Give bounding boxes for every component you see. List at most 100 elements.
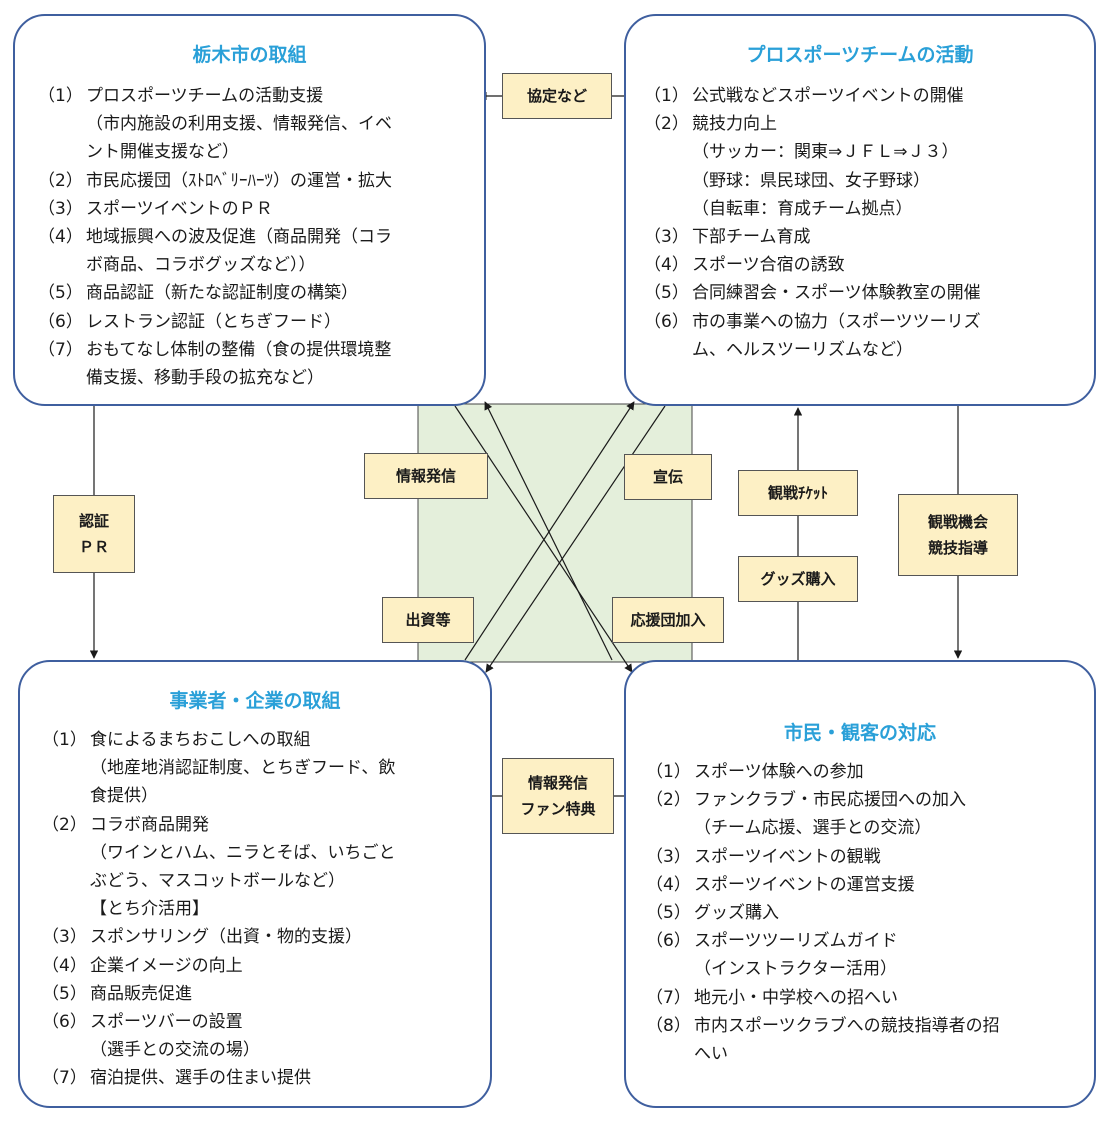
- business-initiatives-box: 事業者・企業の取組 （1）食によるまちおこしへの取組 （地産地消認証制度、とちぎフ…: [18, 660, 492, 1108]
- item-text: 商品販売促進: [90, 983, 192, 1004]
- business-initiatives-title: 事業者・企業の取組: [169, 690, 341, 712]
- item-number: （6）: [38, 311, 83, 332]
- item-subtext: ボ商品、コラボグッズなど））: [86, 255, 316, 276]
- list-item: （5）合同練習会・スポーツ体験教室の開催: [644, 279, 1094, 307]
- item-text: 合同練習会・スポーツ体験教室の開催: [692, 283, 981, 304]
- item-number: （1）: [42, 730, 87, 750]
- business-initiatives-list: （1）食によるまちおこしへの取組（地産地消認証制度、とちぎフード、飲食提供）（2…: [20, 726, 490, 1093]
- arrow-business-to-team: [464, 401, 635, 661]
- item-text: スポーツイベントの運営支援: [694, 874, 915, 895]
- label-info-dissemination: 情報発信: [364, 453, 488, 499]
- item-text: スポンサリング（出資・物的支援）: [90, 927, 362, 948]
- item-number: （5）: [42, 983, 87, 1004]
- label-join-supporters: 応援団加入: [612, 597, 724, 643]
- list-item: （6）レストラン認証（とちぎフード）: [38, 308, 484, 336]
- list-item: （7）おもてなし体制の整備（食の提供環境整備支援、移動手段の拡充など）: [38, 336, 484, 392]
- item-text: 食によるまちおこしへの取組: [90, 730, 311, 750]
- item-number: （2）: [644, 114, 689, 135]
- citizens-response-list: （1）スポーツ体験への参加（2）ファンクラブ・市民応援団への加入（チーム応援、選…: [626, 758, 1094, 1068]
- item-text: 公式戦などスポーツイベントの開催: [692, 86, 964, 106]
- item-subtext: ント開催支援など）: [86, 142, 239, 163]
- item-number: （4）: [42, 955, 87, 976]
- item-number: （5）: [38, 283, 83, 304]
- item-number: （2）: [38, 170, 83, 191]
- label-goods-purchase: グッズ購入: [738, 556, 858, 602]
- list-item: （4）企業イメージの向上: [42, 952, 490, 980]
- item-text: コラボ商品開発: [90, 814, 209, 835]
- item-text: おもてなし体制の整備（食の提供環境整: [86, 339, 392, 360]
- label-investment: 出資等: [382, 597, 474, 643]
- item-text: 商品認証（新たな認証制度の構築）: [86, 283, 358, 304]
- city-initiatives-title: 栃木市の取組: [192, 44, 307, 66]
- list-item: （6）スポーツツーリズムガイド（インストラクター活用）: [646, 927, 1094, 983]
- item-text: 競技力向上: [692, 114, 777, 135]
- item-number: （6）: [644, 311, 689, 332]
- list-item: （2）コラボ商品開発 （ワインとハム、ニラとそば、いちごとぶどう、マスコットボール…: [42, 811, 490, 924]
- item-text: 市民応援団（ｽﾄﾛﾍﾞﾘｰﾊｰﾂ）の運営・拡大: [86, 170, 392, 191]
- item-subtext: （選手との交流の場）: [90, 1040, 260, 1061]
- label-tickets: 観戦ﾁｹｯﾄ: [738, 470, 858, 516]
- arrow-citizens-to-city: [484, 401, 613, 661]
- item-subtext: 食提供）: [90, 786, 158, 807]
- list-item: （3）スポンサリング（出資・物的支援）: [42, 923, 490, 951]
- list-item: （1）プロスポーツチームの活動支援（市内施設の利用支援、情報発信、イベント開催支…: [38, 82, 484, 167]
- item-text: レストラン認証（とちぎフード）: [86, 311, 341, 332]
- item-number: （3）: [644, 227, 689, 248]
- list-item: （3）下部チーム育成: [644, 223, 1094, 251]
- item-text: スポーツ体験への参加: [694, 762, 864, 782]
- arrow-team-to-business: [485, 405, 666, 673]
- list-item: （7）宿泊提供、選手の住まい提供: [42, 1064, 490, 1092]
- item-subtext: ム、ヘルスツーリズムなど）: [692, 339, 913, 360]
- item-subtext: （インストラクター活用）: [694, 959, 897, 980]
- item-subtext: （ワインとハム、ニラとそば、いちごと: [90, 842, 396, 863]
- item-number: （4）: [646, 874, 691, 895]
- list-item: （3）スポーツイベントの観戦: [646, 843, 1094, 871]
- list-item: （4）スポーツイベントの運営支援: [646, 871, 1094, 899]
- list-item: （2）市民応援団（ｽﾄﾛﾍﾞﾘｰﾊｰﾂ）の運営・拡大: [38, 167, 484, 195]
- list-item: （6）市の事業への協力（スポーツツーリズム、ヘルスツーリズムなど）: [644, 308, 1094, 364]
- team-activities-title: プロスポーツチームの活動: [746, 44, 974, 66]
- list-item: （2）ファンクラブ・市民応援団への加入（チーム応援、選手との交流）: [646, 786, 1094, 842]
- list-item: （1）食によるまちおこしへの取組 （地産地消認証制度、とちぎフード、飲食提供）: [42, 726, 490, 811]
- item-number: （7）: [42, 1068, 87, 1089]
- item-number: （6）: [646, 931, 691, 952]
- item-text: スポーツイベントの観戦: [694, 846, 881, 867]
- item-text: 地元小・中学校への招へい: [694, 987, 898, 1008]
- item-number: （1）: [38, 86, 83, 106]
- item-subtext: （自転車：育成チーム拠点）: [692, 198, 913, 219]
- list-item: （1）公式戦などスポーツイベントの開催: [644, 82, 1094, 110]
- item-subtext: 【とち介活用】: [90, 899, 209, 920]
- item-number: （6）: [42, 1012, 87, 1033]
- item-number: （3）: [38, 198, 83, 219]
- item-subtext: ぶどう、マスコットボールなど）: [90, 871, 345, 892]
- item-number: （8）: [646, 1015, 691, 1036]
- label-advertising: 宣伝: [624, 454, 712, 500]
- item-subtext: へい: [694, 1044, 728, 1065]
- label-agreement: 協定など: [502, 73, 612, 119]
- citizens-response-title: 市民・観客の対応: [783, 722, 936, 744]
- item-text: スポーツイベントのＰＲ: [86, 198, 273, 219]
- city-initiatives-list: （1）プロスポーツチームの活動支援（市内施設の利用支援、情報発信、イベント開催支…: [15, 80, 484, 392]
- item-number: （3）: [646, 846, 691, 867]
- item-text: 企業イメージの向上: [90, 955, 243, 976]
- item-text: 市の事業への協力（スポーツツーリズ: [692, 311, 981, 332]
- list-item: （4）スポーツ合宿の誘致: [644, 251, 1094, 279]
- team-activities-box: プロスポーツチームの活動 （1）公式戦などスポーツイベントの開催 （2）競技力向上…: [624, 14, 1096, 406]
- item-text: 宿泊提供、選手の住まい提供: [90, 1068, 311, 1089]
- item-subtext: （サッカー：関東⇒ＪＦＬ⇒Ｊ３）: [692, 142, 959, 163]
- list-item: （3）スポーツイベントのＰＲ: [38, 195, 484, 223]
- item-number: （5）: [644, 283, 689, 304]
- list-item: （8）市内スポーツクラブへの競技指導者の招へい: [646, 1012, 1094, 1068]
- list-item: （4）地域振興への波及促進（商品開発（コラボ商品、コラボグッズなど））: [38, 223, 484, 279]
- item-number: （3）: [42, 927, 87, 948]
- item-number: （2）: [42, 814, 87, 835]
- item-text: プロスポーツチームの活動支援: [86, 86, 324, 106]
- item-text: スポーツバーの設置: [90, 1012, 243, 1033]
- item-subtext: （地産地消認証制度、とちぎフード、飲: [90, 758, 396, 779]
- label-watch-coaching: 観戦機会競技指導: [898, 494, 1018, 576]
- city-initiatives-box: 栃木市の取組 （1）プロスポーツチームの活動支援（市内施設の利用支援、情報発信、…: [13, 14, 486, 406]
- item-number: （2）: [646, 790, 691, 811]
- item-text: ファンクラブ・市民応援団への加入: [694, 790, 966, 811]
- list-item: （5）グッズ購入: [646, 899, 1094, 927]
